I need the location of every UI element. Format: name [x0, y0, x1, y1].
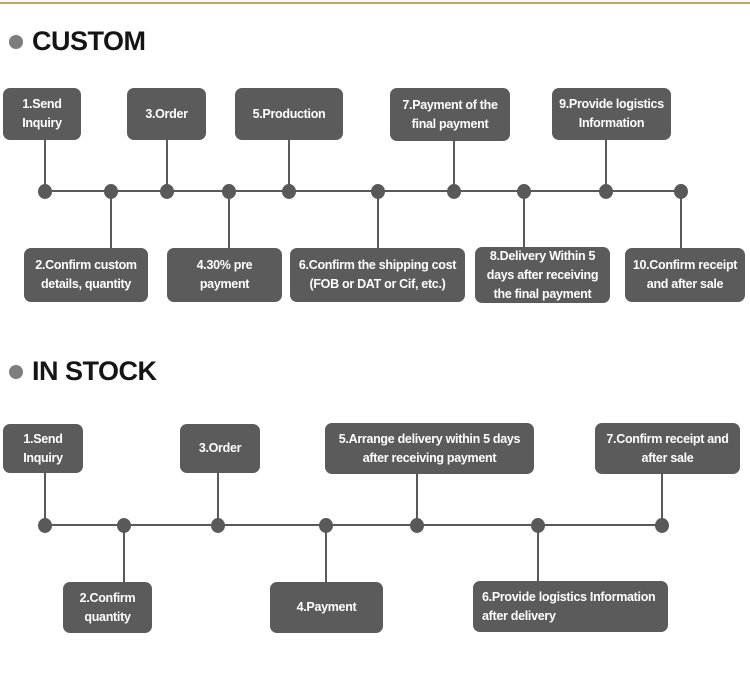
instock-step-1-box: 1.Send Inquiry [3, 424, 83, 473]
instock-step-2-box: 2.Confirm quantity [63, 582, 152, 633]
timeline-dot [211, 518, 225, 533]
top-divider [0, 2, 750, 4]
connector-line [217, 472, 219, 525]
connector-line [605, 139, 607, 191]
timeline-dot [410, 518, 424, 533]
custom-step-10-box: 10.Confirm receipt and after sale [625, 248, 745, 302]
timeline-dot [38, 518, 52, 533]
custom-step-9-box: 9.Provide logistics Information [552, 88, 671, 140]
instock-timeline [40, 524, 667, 526]
custom-step-4-box: 4.30% pre payment [167, 248, 282, 302]
custom-step-3-box: 3.Order [127, 88, 206, 140]
connector-line [537, 525, 539, 581]
custom-timeline [40, 190, 686, 192]
connector-line [288, 139, 290, 191]
connector-line [453, 140, 455, 191]
custom-step-6-box: 6.Confirm the shipping cost (FOB or DAT … [290, 248, 465, 302]
custom-step-7-box: 7.Payment of the final payment [390, 88, 510, 141]
timeline-dot [282, 184, 296, 199]
custom-section-title: CUSTOM [9, 26, 146, 57]
connector-line [661, 473, 663, 525]
connector-line [44, 139, 46, 191]
custom-step-1-box: 1.Send Inquiry [3, 88, 81, 140]
custom-step-8-box: 8.Delivery Within 5 days after receiving… [475, 247, 610, 303]
instock-step-3-box: 3.Order [180, 424, 260, 473]
connector-line [377, 191, 379, 248]
instock-step-5-box: 5.Arrange delivery within 5 days after r… [325, 423, 534, 474]
connector-line [680, 191, 682, 248]
connector-line [416, 473, 418, 525]
custom-step-2-box: 2.Confirm custom details, quantity [24, 248, 148, 302]
connector-line [228, 191, 230, 248]
connector-line [123, 525, 125, 582]
instock-step-4-box: 4.Payment [270, 582, 383, 633]
timeline-dot [655, 518, 669, 533]
section-heading: CUSTOM [32, 26, 146, 56]
timeline-dot [38, 184, 52, 199]
instock-section-title: IN STOCK [9, 356, 157, 387]
connector-line [110, 191, 112, 248]
bullet-icon [9, 364, 23, 379]
instock-step-6-box: 6.Provide logistics Information after de… [473, 581, 668, 632]
bullet-icon [9, 34, 23, 49]
connector-line [166, 139, 168, 191]
section-heading: IN STOCK [32, 356, 157, 386]
connector-line [325, 525, 327, 582]
connector-line [523, 191, 525, 247]
instock-step-7-box: 7.Confirm receipt and after sale [595, 423, 740, 474]
timeline-dot [447, 184, 461, 199]
timeline-dot [160, 184, 174, 199]
timeline-dot [599, 184, 613, 199]
custom-step-5-box: 5.Production [235, 88, 343, 140]
connector-line [44, 472, 46, 525]
